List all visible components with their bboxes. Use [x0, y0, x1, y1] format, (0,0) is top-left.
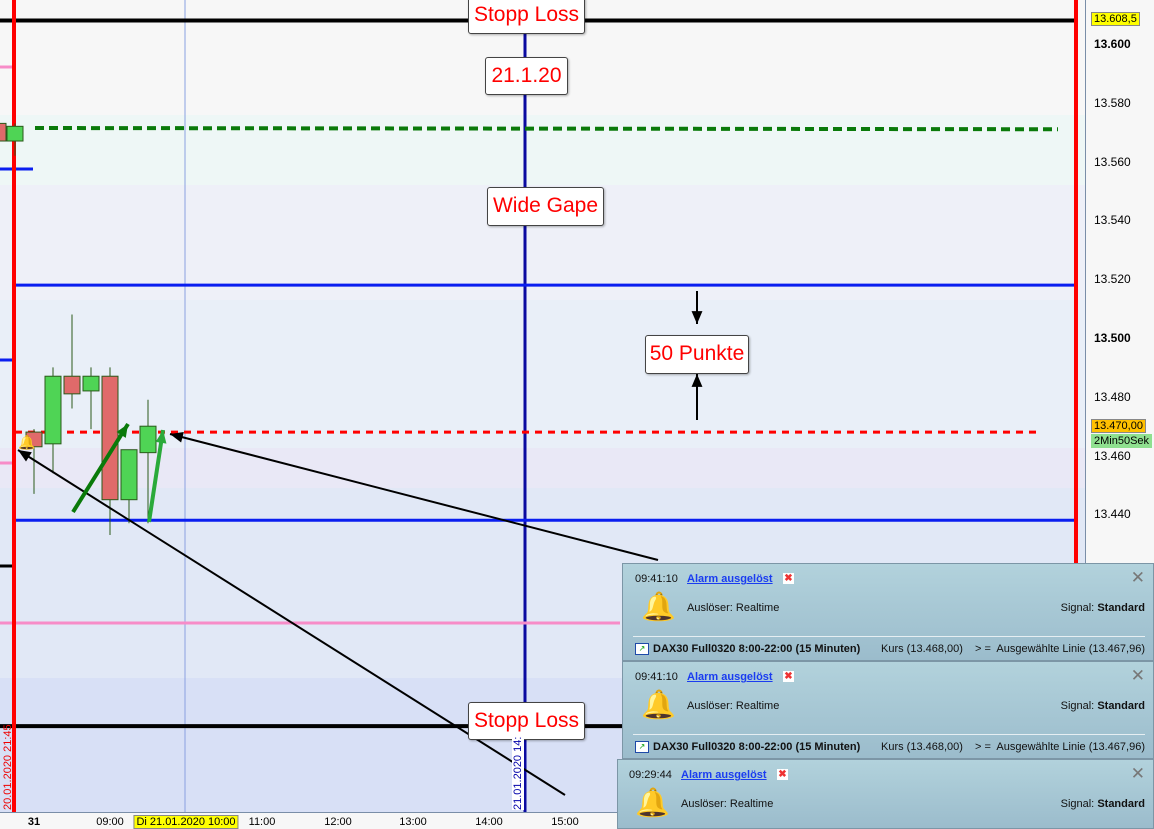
- price-label: 13.540: [1094, 213, 1131, 228]
- bearish-candle: [63, 375, 81, 395]
- alert-condition: Kurs (13.468,00): [881, 643, 963, 655]
- delete-alert-icon[interactable]: ✖: [783, 671, 794, 682]
- alert-signal: Signal: Standard: [1060, 798, 1145, 810]
- alarm-bell-icon: 🔔: [18, 434, 35, 451]
- alert-notification[interactable]: 09:29:44 Alarm ausgelöst ✖ ✕ 🔔 Auslöser:…: [617, 759, 1154, 829]
- alert-trigger: Auslöser: Realtime: [687, 602, 780, 614]
- time-label: 15:00: [551, 816, 579, 828]
- price-label: 13.580: [1094, 95, 1131, 110]
- alert-signal: Signal: Standard: [1060, 700, 1145, 712]
- delete-alert-icon[interactable]: ✖: [777, 769, 788, 780]
- price-label: 13.520: [1094, 272, 1131, 287]
- alert-trigger: Auslöser: Realtime: [681, 798, 774, 810]
- alert-time: 09:41:10: [635, 573, 678, 585]
- current-price-tag: 13.470,00: [1091, 419, 1146, 433]
- alert-time: 09:29:44: [629, 769, 672, 781]
- candle-timer-tag: 2Min50Sek: [1091, 434, 1153, 448]
- alert-title-link[interactable]: Alarm ausgelöst: [687, 573, 773, 585]
- bullish-candle: [139, 425, 157, 454]
- alert-notification[interactable]: 09:41:10 Alarm ausgelöst ✖ ✕ 🔔 Auslöser:…: [622, 563, 1154, 661]
- date-label[interactable]: 21.1.20: [485, 57, 568, 95]
- green-arrow: [147, 429, 165, 523]
- pointer-arrow: [169, 433, 659, 561]
- close-icon[interactable]: ✕: [1130, 764, 1145, 783]
- alert-operator: > =: [975, 741, 991, 753]
- bullish-candle: [6, 125, 24, 142]
- wide-gape-label[interactable]: Wide Gape: [487, 187, 604, 226]
- bearish-candle: [101, 375, 119, 501]
- price-label: 13.480: [1094, 389, 1131, 404]
- time-label: 31: [27, 816, 41, 828]
- bullish-candle: [44, 375, 62, 445]
- alert-instrument[interactable]: DAX30 Full0320 8:00-22:00 (15 Minuten): [653, 741, 861, 753]
- price-label: 13.560: [1094, 154, 1131, 169]
- bell-icon: 🔔: [641, 591, 676, 622]
- close-icon[interactable]: ✕: [1130, 666, 1145, 685]
- bell-icon: 🔔: [635, 787, 670, 818]
- alert-time: 09:41:10: [635, 671, 678, 683]
- chart-icon: ↗: [635, 643, 649, 656]
- stop-loss-bottom-label[interactable]: Stopp Loss: [468, 702, 585, 740]
- chart-icon: ↗: [635, 741, 649, 754]
- alert-condition: Kurs (13.468,00): [881, 741, 963, 753]
- bullish-candle: [120, 449, 138, 501]
- alert-trigger: Auslöser: Realtime: [687, 700, 780, 712]
- stop-loss-top-label[interactable]: Stopp Loss: [468, 0, 585, 34]
- bearish-candle: [25, 431, 43, 448]
- time-label: 12:00: [324, 816, 352, 828]
- time-label: 11:00: [248, 816, 276, 828]
- green-arrow-head: [155, 430, 167, 444]
- bullish-candle: [82, 375, 100, 392]
- price-label: 13.440: [1094, 507, 1131, 522]
- mid-date-marker: 21.01.2020 14:: [512, 736, 524, 810]
- pointer-arrow-head: [170, 431, 184, 443]
- green-arrow: [71, 422, 130, 514]
- price-label: 13.600: [1094, 37, 1131, 51]
- bearish-candle: [0, 122, 7, 142]
- up-arrow-head: [691, 374, 703, 387]
- bell-icon: 🔔: [641, 689, 676, 720]
- price-label: 13.460: [1094, 448, 1131, 463]
- down-arrow-head: [691, 311, 703, 324]
- delete-alert-icon[interactable]: ✖: [783, 573, 794, 584]
- alert-operator: > =: [975, 643, 991, 655]
- gap-dashed-line[interactable]: [34, 126, 1059, 132]
- alert-instrument[interactable]: DAX30 Full0320 8:00-22:00 (15 Minuten): [653, 643, 861, 655]
- left-date-marker: 20.01.2020 21:45: [2, 724, 14, 810]
- alert-target: Ausgewählte Linie (13.467,96): [996, 741, 1145, 753]
- pointer-arrow-head: [18, 450, 32, 462]
- alert-target: Ausgewählte Linie (13.467,96): [996, 643, 1145, 655]
- alert-notification[interactable]: 09:41:10 Alarm ausgelöst ✖ ✕ 🔔 Auslöser:…: [622, 661, 1154, 759]
- top-price-tag: 13.608,5: [1091, 12, 1140, 26]
- fifty-points-label[interactable]: 50 Punkte: [645, 335, 749, 374]
- green-arrow-head: [116, 424, 128, 438]
- alert-signal: Signal: Standard: [1060, 602, 1145, 614]
- close-icon[interactable]: ✕: [1130, 568, 1145, 587]
- price-label: 13.500: [1094, 331, 1131, 345]
- alert-title-link[interactable]: Alarm ausgelöst: [687, 671, 773, 683]
- time-label: 14:00: [475, 816, 503, 828]
- time-label: 09:00: [96, 816, 124, 828]
- crosshair-time-label: Di 21.01.2020 10:00: [133, 815, 239, 829]
- alert-title-link[interactable]: Alarm ausgelöst: [681, 769, 767, 781]
- time-label: 13:00: [399, 816, 427, 828]
